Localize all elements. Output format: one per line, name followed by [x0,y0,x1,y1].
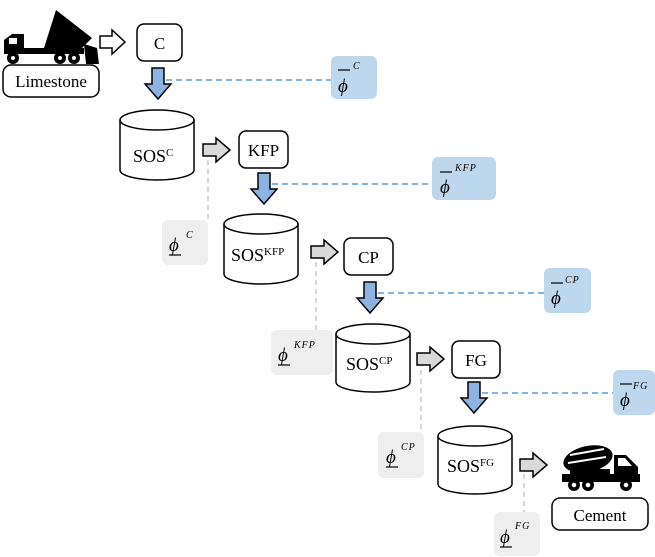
silo-label-cp: SOSCP [346,354,393,374]
silo-label-c: SOSC [133,146,173,166]
down-arrow-c [143,67,173,101]
process-label-kfp: KFP [248,141,279,160]
lower-bound-box-c [162,220,208,265]
upper-bound-box-fg [613,370,655,415]
cement-box [551,497,649,531]
down-arrow-fg [459,381,489,415]
lower-bound-symbol-cp: ϕ [386,447,396,468]
silo-sos-kfp [223,213,299,285]
silo-sos-cp [335,323,411,393]
lower-bound-sup-kfp: KFP [293,340,316,351]
process-box-c [136,23,183,62]
lower-bound-sup-c: C [186,230,194,241]
upper-bound-sup-cp: CP [565,275,580,286]
lower-bound-symbol-fg: ϕ [500,527,510,548]
side-arrow-cp [416,345,446,373]
silo-sos-fg [437,425,513,495]
process-box-cp [343,237,394,276]
upper-bound-sup-c: C [353,61,361,72]
process-label-fg: FG [465,351,487,370]
side-arrow-kfp [310,238,340,266]
feed-arrow [99,28,127,56]
lower-bound-symbol-c: ϕ [169,235,179,256]
silo-label-fg: SOSFG [447,456,494,476]
silo-label-kfp: SOSKFP [231,245,284,265]
cement-label: Cement [574,506,627,525]
upper-bound-sup-fg: FG [632,381,648,392]
lower-bound-box-fg [494,512,540,556]
lower-bound-sup-fg: FG [514,521,530,532]
upper-bound-symbol-c: ϕ [338,76,348,97]
upper-bound-symbol-fg: ϕ [620,390,630,411]
limestone-label: Limestone [15,72,87,91]
down-arrow-cp [355,281,385,315]
side-arrow-fg [519,451,549,479]
lower-bound-symbol-kfp: ϕ [278,345,288,366]
lower-bound-sup-cp: CP [401,442,416,453]
upper-bound-symbol-kfp: ϕ [440,177,450,198]
process-label-cp: CP [358,248,379,267]
lower-bound-box-cp [378,432,424,478]
upper-bound-symbol-cp: ϕ [551,288,561,309]
down-arrow-kfp [249,172,279,206]
upper-bound-box-kfp [432,157,496,200]
silo-sos-c [119,109,195,181]
cement-mixer-truck-icon [559,440,641,492]
process-box-kfp [238,130,289,169]
upper-bound-box-cp [544,268,591,313]
dump-truck-icon [4,10,99,64]
limestone-box [2,64,100,98]
process-box-fg [451,340,501,379]
process-label-c: C [154,34,165,53]
lower-bound-box-kfp [271,330,333,375]
upper-bound-box-c [331,56,377,99]
side-arrow-c [202,136,232,164]
upper-bound-sup-kfp: KFP [454,163,477,174]
